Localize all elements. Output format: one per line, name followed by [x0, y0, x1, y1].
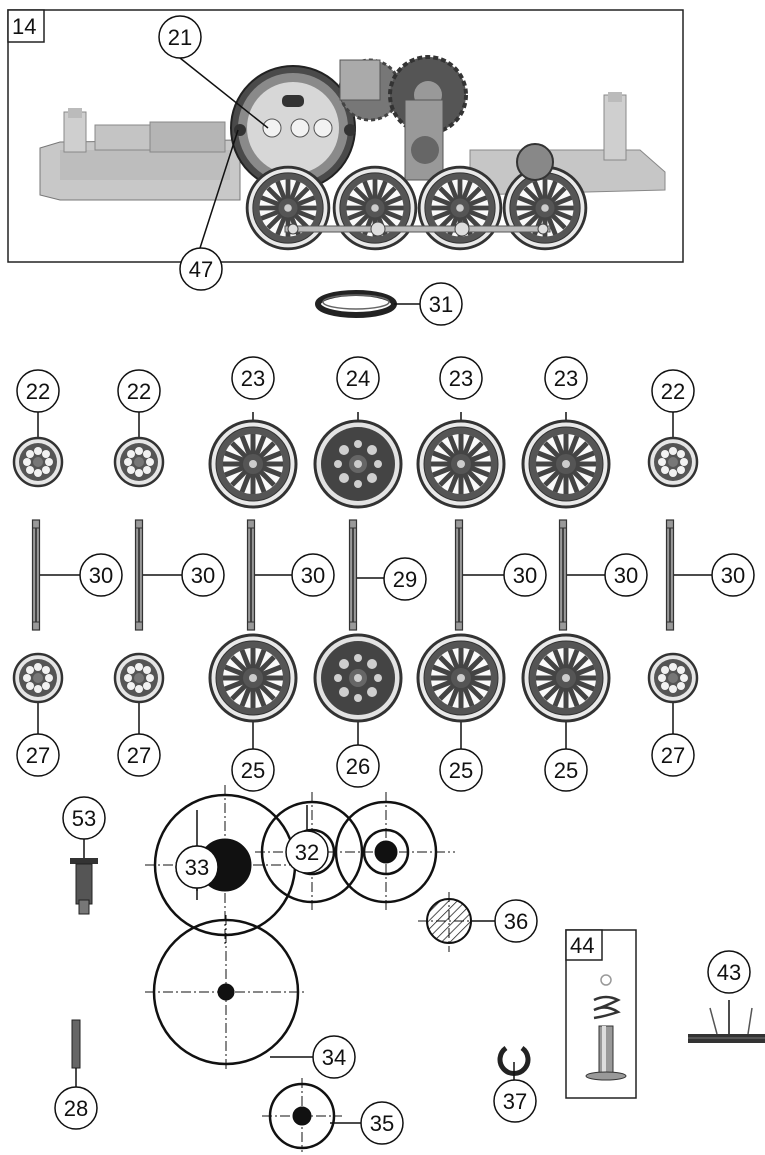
callout-25-a: 25	[232, 749, 274, 791]
callout-30-f: 30	[712, 554, 754, 596]
svg-text:27: 27	[127, 743, 151, 768]
axle-30-e	[560, 520, 567, 630]
callout-30-c: 30	[292, 554, 334, 596]
callout-53: 53	[63, 797, 105, 839]
callout-22-b: 22	[118, 370, 160, 412]
svg-text:22: 22	[661, 379, 685, 404]
svg-text:26: 26	[346, 754, 370, 779]
lower-wheel-row	[14, 635, 697, 750]
spring-pin-assembly	[586, 975, 626, 1080]
callout-30-a: 30	[80, 554, 122, 596]
callout-25-b: 25	[440, 749, 482, 791]
callout-43: 43	[708, 951, 750, 993]
svg-text:22: 22	[127, 379, 151, 404]
svg-text:53: 53	[72, 806, 96, 831]
traction-tyre-31	[318, 293, 394, 315]
callout-31: 31	[420, 283, 462, 325]
svg-text:30: 30	[301, 563, 325, 588]
chassis-illustration	[40, 57, 665, 249]
wheel-23-b	[418, 421, 504, 507]
pin-53	[70, 838, 98, 914]
svg-text:21: 21	[168, 25, 192, 50]
svg-text:30: 30	[513, 563, 537, 588]
wheel-22-c	[649, 438, 697, 486]
svg-text:25: 25	[554, 758, 578, 783]
wheel-27-b	[115, 654, 163, 702]
svg-text:25: 25	[449, 758, 473, 783]
wheel-24	[315, 421, 401, 507]
svg-text:33: 33	[185, 855, 209, 880]
svg-text:27: 27	[661, 743, 685, 768]
wheel-23-a	[210, 421, 296, 507]
box-label-44: 44	[570, 933, 594, 958]
svg-text:34: 34	[322, 1045, 346, 1070]
callout-47: 47	[180, 248, 222, 290]
box-label-14: 14	[12, 14, 36, 39]
wheel-25-b	[418, 635, 504, 721]
svg-text:47: 47	[189, 257, 213, 282]
svg-text:30: 30	[614, 563, 638, 588]
svg-text:35: 35	[370, 1111, 394, 1136]
svg-text:36: 36	[504, 909, 528, 934]
wheel-23-c	[523, 421, 609, 507]
callout-25-c: 25	[545, 749, 587, 791]
svg-text:24: 24	[346, 366, 370, 391]
callout-28: 28	[55, 1087, 97, 1129]
wheel-22-a	[14, 438, 62, 486]
wheel-25-c	[523, 635, 609, 721]
callout-23-c: 23	[545, 357, 587, 399]
callout-30-b: 30	[182, 554, 224, 596]
svg-text:29: 29	[393, 567, 417, 592]
svg-text:31: 31	[429, 292, 453, 317]
svg-text:37: 37	[503, 1089, 527, 1114]
svg-text:30: 30	[89, 563, 113, 588]
wheel-27-a	[14, 654, 62, 702]
svg-text:23: 23	[241, 366, 265, 391]
svg-text:43: 43	[717, 960, 741, 985]
callout-26: 26	[337, 745, 379, 787]
callout-22-c: 22	[652, 370, 694, 412]
axle-30-b	[136, 520, 143, 630]
axle-30-c	[248, 520, 255, 630]
svg-text:23: 23	[554, 366, 578, 391]
axle-30-f	[667, 520, 674, 630]
upper-wheel-row	[14, 412, 697, 507]
svg-text:30: 30	[191, 563, 215, 588]
svg-text:25: 25	[241, 758, 265, 783]
circlip-37	[500, 1048, 528, 1080]
wheel-27-c	[649, 654, 697, 702]
svg-text:32: 32	[295, 840, 319, 865]
pin-28	[72, 1020, 80, 1088]
callout-30-d: 30	[504, 554, 546, 596]
callout-29: 29	[384, 558, 426, 600]
callout-27-c: 27	[652, 734, 694, 776]
callout-24: 24	[337, 357, 379, 399]
svg-text:27: 27	[26, 743, 50, 768]
callout-30-e: 30	[605, 554, 647, 596]
svg-text:30: 30	[721, 563, 745, 588]
wheel-26	[315, 635, 401, 721]
callout-23-b: 23	[440, 357, 482, 399]
callout-35: 35	[361, 1102, 403, 1144]
callout-22-a: 22	[17, 370, 59, 412]
callout-37: 37	[494, 1080, 536, 1122]
wheel-25-a	[210, 635, 296, 721]
callout-33-real: 33	[176, 846, 218, 888]
axle-29	[350, 520, 357, 630]
svg-text:28: 28	[64, 1096, 88, 1121]
callout-23-a: 23	[232, 357, 274, 399]
axle-30-a	[33, 520, 40, 630]
callout-27-b: 27	[118, 734, 160, 776]
wheel-22-b	[115, 438, 163, 486]
svg-text:22: 22	[26, 379, 50, 404]
svg-text:23: 23	[449, 366, 473, 391]
callout-21: 21	[159, 16, 201, 58]
axle-30-d	[456, 520, 463, 630]
callout-32-real: 32	[286, 831, 328, 873]
callout-34: 34	[313, 1036, 355, 1078]
shaft-43	[688, 1000, 765, 1043]
callout-27-a: 27	[17, 734, 59, 776]
callout-36: 36	[495, 900, 537, 942]
